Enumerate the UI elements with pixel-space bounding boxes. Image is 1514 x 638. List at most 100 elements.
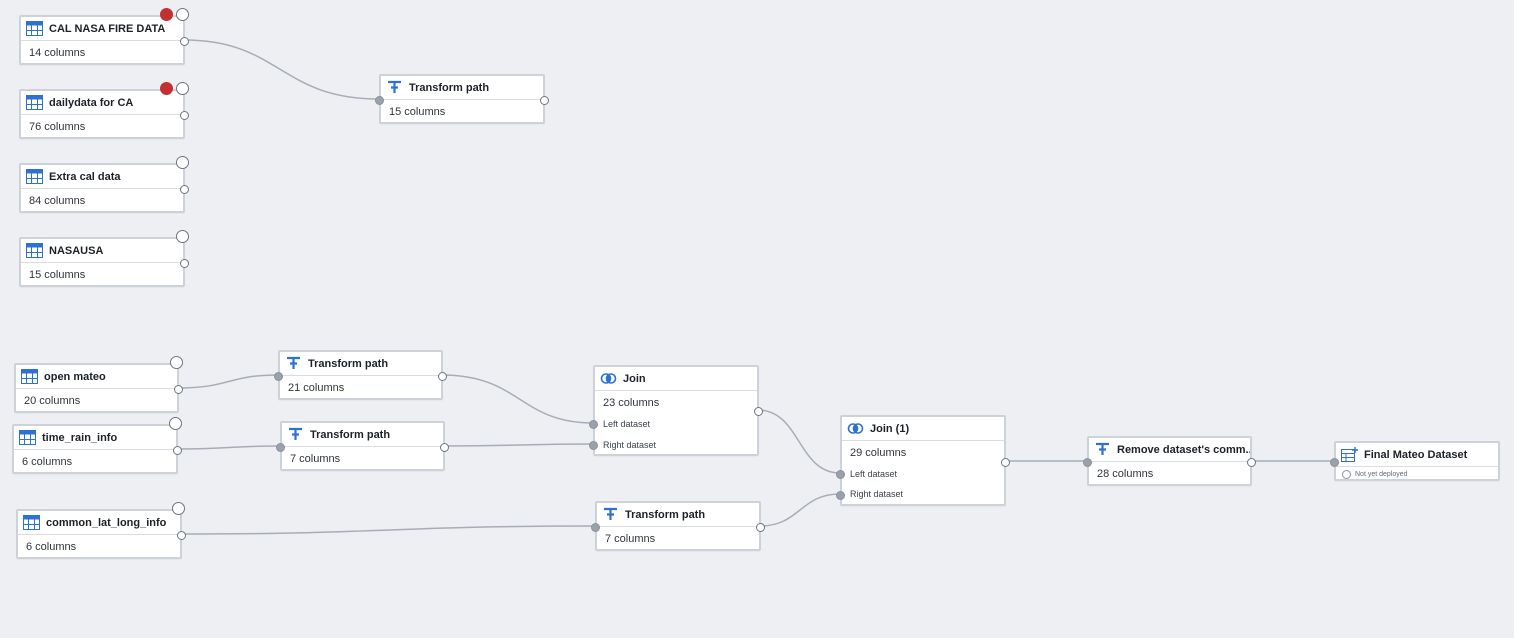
left-dataset-label: Left dataset: [850, 469, 898, 479]
transform-icon: [1096, 442, 1109, 455]
transform-node-remove-columns[interactable]: Remove dataset's comm... 28 columns: [1083, 436, 1256, 486]
node-column-count: 21 columns: [288, 382, 345, 394]
input-port[interactable]: [276, 443, 285, 452]
join-1-node[interactable]: Join (1) 29 columns Left dataset Right d…: [836, 415, 1010, 506]
node-title: Join (1): [870, 422, 910, 435]
branch-icon[interactable]: [176, 82, 189, 95]
deploy-status: Not yet deployed: [1336, 467, 1498, 479]
status-circle-icon: [1342, 470, 1351, 479]
node-title: dailydata for CA: [49, 96, 134, 109]
transform-node-time-rain[interactable]: Transform path 7 columns: [276, 421, 449, 471]
node-column-count: 7 columns: [290, 453, 341, 465]
transform-icon: [289, 427, 302, 440]
output-port[interactable]: [1247, 458, 1256, 467]
output-port[interactable]: [180, 111, 189, 120]
branch-icon[interactable]: [176, 8, 189, 21]
output-port[interactable]: [180, 259, 189, 268]
node-column-count: 6 columns: [26, 541, 77, 553]
output-port[interactable]: [180, 185, 189, 194]
node-column-count: 29 columns: [850, 447, 907, 459]
output-port[interactable]: [1001, 458, 1010, 467]
join-node[interactable]: Join 23 columns Left dataset Right datas…: [589, 365, 763, 456]
node-title: Join: [623, 372, 646, 385]
table-icon: [19, 430, 36, 445]
dataset-node-open-mateo[interactable]: open mateo 20 columns: [14, 363, 183, 413]
input-port[interactable]: [1083, 458, 1092, 467]
edge-timerain-transform: [176, 445, 281, 450]
node-title: Extra cal data: [49, 170, 121, 183]
left-input-port[interactable]: [589, 420, 598, 429]
node-title: Transform path: [409, 81, 490, 94]
table-icon: [23, 515, 40, 530]
output-dataset-icon: [1341, 447, 1358, 462]
edge-calnasa-transform: [183, 39, 380, 100]
transform-node-open-mateo[interactable]: Transform path 21 columns: [274, 350, 447, 400]
edge-common-transform: [180, 525, 596, 535]
node-title: Transform path: [625, 508, 706, 521]
join-icon: [600, 373, 617, 384]
right-dataset-label: Right dataset: [603, 440, 657, 450]
node-column-count: 76 columns: [29, 121, 86, 133]
output-port[interactable]: [540, 96, 549, 105]
edge-transform-join1-right: [759, 493, 841, 527]
input-port[interactable]: [375, 96, 384, 105]
join-icon: [847, 423, 864, 434]
dataset-node-cal-nasa-fire-data[interactable]: CAL NASA FIRE DATA 14 columns: [19, 15, 189, 65]
branch-icon[interactable]: [169, 417, 182, 430]
right-input-port[interactable]: [589, 441, 598, 450]
node-title: open mateo: [44, 370, 106, 383]
output-port[interactable]: [173, 446, 182, 455]
output-port[interactable]: [756, 523, 765, 532]
deploy-status-label: Not yet deployed: [1355, 471, 1408, 478]
branch-icon[interactable]: [170, 356, 183, 369]
node-title: common_lat_long_info: [46, 516, 167, 529]
input-port[interactable]: [591, 523, 600, 532]
table-icon: [26, 95, 43, 110]
edge-transform-join-left: [441, 374, 594, 424]
table-icon: [26, 243, 43, 258]
output-node-final-mateo-dataset[interactable]: Final Mateo Dataset Not yet deployed: [1330, 441, 1500, 481]
node-column-count: 15 columns: [29, 269, 86, 281]
dataset-node-common-lat-long-info[interactable]: common_lat_long_info 6 columns: [16, 509, 186, 559]
edge-openmateo-transform: [177, 374, 279, 389]
right-dataset-label: Right dataset: [850, 489, 904, 499]
input-port[interactable]: [1330, 458, 1339, 467]
table-icon: [26, 169, 43, 184]
node-title: Final Mateo Dataset: [1364, 448, 1468, 461]
node-title: time_rain_info: [42, 431, 118, 444]
edge-transform-join-right: [443, 443, 594, 447]
left-input-port[interactable]: [836, 470, 845, 479]
output-port[interactable]: [180, 37, 189, 46]
dataset-node-extra-cal-data[interactable]: Extra cal data 84 columns: [19, 163, 189, 213]
output-port[interactable]: [177, 531, 186, 540]
node-column-count: 7 columns: [605, 533, 656, 545]
transform-node-common-lat[interactable]: Transform path 7 columns: [591, 501, 765, 551]
node-column-count: 84 columns: [29, 195, 86, 207]
right-input-port[interactable]: [836, 491, 845, 500]
table-icon: [21, 369, 38, 384]
trash-icon[interactable]: [160, 8, 173, 21]
transform-icon: [604, 507, 617, 520]
dataset-node-time-rain-info[interactable]: time_rain_info 6 columns: [12, 424, 182, 474]
branch-icon[interactable]: [176, 230, 189, 243]
dataset-node-nasausa[interactable]: NASAUSA 15 columns: [19, 237, 189, 287]
branch-icon[interactable]: [176, 156, 189, 169]
node-column-count: 14 columns: [29, 47, 86, 59]
node-title: Transform path: [308, 357, 389, 370]
node-column-count: 23 columns: [603, 397, 660, 409]
output-port[interactable]: [440, 443, 449, 452]
node-column-count: 20 columns: [24, 395, 81, 407]
input-port[interactable]: [274, 372, 283, 381]
edge-join-join1-left: [757, 409, 841, 474]
node-column-count: 28 columns: [1097, 468, 1154, 480]
trash-icon[interactable]: [160, 82, 173, 95]
output-port[interactable]: [438, 372, 447, 381]
table-icon: [26, 21, 43, 36]
output-port[interactable]: [754, 407, 763, 416]
transform-node-top[interactable]: Transform path 15 columns: [375, 74, 549, 124]
output-port[interactable]: [174, 385, 183, 394]
branch-icon[interactable]: [172, 502, 185, 515]
dataset-node-dailydata-for-ca[interactable]: dailydata for CA 76 columns: [19, 89, 189, 139]
left-dataset-label: Left dataset: [603, 419, 651, 429]
node-title: NASAUSA: [49, 244, 104, 257]
